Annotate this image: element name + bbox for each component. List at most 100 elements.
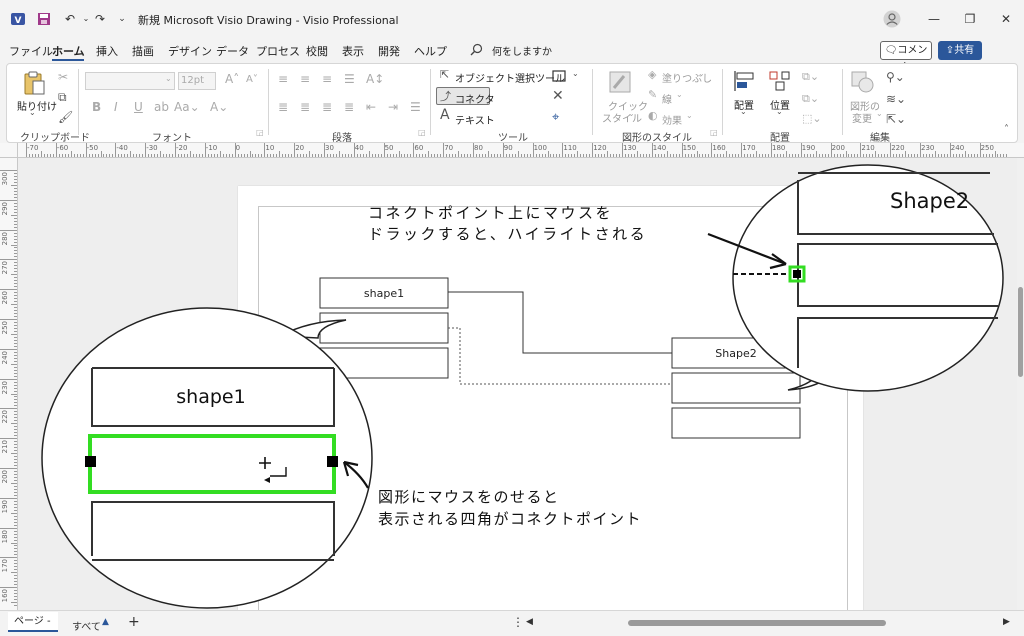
align-right-icon[interactable]: ≣ <box>322 100 333 114</box>
comment-button[interactable]: 🗨コメント <box>880 41 932 73</box>
undo-icon[interactable]: ↶ <box>64 12 76 26</box>
line-button[interactable]: 線 <box>662 95 672 106</box>
drawing-canvas[interactable]: shape1 Shape2 shape1 <box>18 158 1017 610</box>
copy-icon[interactable]: ⧉ <box>58 90 67 104</box>
fill-icon[interactable]: ◈ <box>648 68 657 81</box>
vertical-scrollbar[interactable] <box>1017 158 1024 610</box>
account-icon[interactable] <box>883 10 901 28</box>
vertical-scroll-thumb[interactable] <box>1018 287 1023 377</box>
decrease-indent-icon[interactable]: ⇤ <box>366 100 377 114</box>
shape1-row2-rect[interactable] <box>319 312 449 344</box>
tab-help[interactable]: ヘルプ <box>414 45 447 58</box>
paragraph-more-icon[interactable]: ☰ <box>410 100 421 114</box>
all-pages-dropdown-icon[interactable]: ▲ <box>102 617 109 627</box>
font-name-input[interactable] <box>85 72 175 90</box>
effect-dropdown-icon[interactable]: ⌄ <box>686 111 693 120</box>
connector-tool-button[interactable] <box>436 87 490 105</box>
tab-process[interactable]: プロセス <box>256 45 300 58</box>
paste-label[interactable]: 貼り付け <box>17 102 57 113</box>
find-icon[interactable]: ⚲⌄ <box>886 70 905 84</box>
align-middle-icon[interactable]: ≡ <box>300 72 311 86</box>
effect-button[interactable]: 効果 <box>662 116 682 127</box>
align-center-icon[interactable]: ≣ <box>300 100 311 114</box>
change-shape-icon[interactable] <box>850 70 876 94</box>
paste-dropdown-icon[interactable]: ⌄ <box>29 108 36 117</box>
tab-file[interactable]: ファイル <box>9 45 53 58</box>
tab-view[interactable]: 表示 <box>342 45 364 58</box>
text-tool-icon[interactable]: A <box>440 107 450 123</box>
shape1-rect[interactable] <box>319 277 449 309</box>
increase-indent-icon[interactable]: ⇥ <box>388 100 399 114</box>
tab-data[interactable]: データ <box>216 45 249 58</box>
close-icon[interactable]: ✕ <box>1000 12 1012 26</box>
font-size-input[interactable]: 12pt <box>178 72 216 90</box>
increase-font-icon[interactable]: A˄ <box>225 72 240 86</box>
paste-icon[interactable] <box>22 70 46 96</box>
align-dropdown-icon[interactable]: ⌄ <box>740 107 747 116</box>
select-icon[interactable]: ⇱⌄ <box>886 112 907 126</box>
change-shape-dropdown-icon[interactable]: ⌄ <box>876 109 883 118</box>
align-top-icon[interactable]: ≡ <box>278 72 289 86</box>
connection-point-left[interactable] <box>85 456 96 467</box>
text-direction-icon[interactable]: A↕ <box>366 72 385 86</box>
font-color-icon[interactable]: A⌄ <box>210 100 229 114</box>
line-icon[interactable]: ✎ <box>648 88 658 101</box>
undo-dropdown-icon[interactable]: ⌄ <box>82 14 90 23</box>
quick-styles-icon[interactable] <box>608 70 634 94</box>
tell-me-search[interactable]: 何をしますか <box>492 47 552 58</box>
customize-toolbar-icon[interactable]: ⌄ <box>118 14 126 24</box>
collapse-ribbon-icon[interactable]: ˄ <box>1004 124 1009 135</box>
scroll-right-icon[interactable]: ▶ <box>1003 617 1010 627</box>
font-dialog-launcher-icon[interactable]: ◲ <box>256 128 264 137</box>
shape-dropdown-icon[interactable]: ⌄ <box>572 69 579 78</box>
connection-point-tool-icon[interactable]: ⌖ <box>552 110 560 125</box>
format-painter-icon[interactable]: 🖌 <box>58 110 74 124</box>
position-icon[interactable] <box>768 70 792 92</box>
send-backward-icon[interactable]: ⧉⌄ <box>802 92 820 105</box>
bold-icon[interactable]: B <box>92 100 102 114</box>
justify-icon[interactable]: ≣ <box>344 100 355 114</box>
align-bottom-icon[interactable]: ≡ <box>322 72 333 86</box>
pointer-tool-icon[interactable]: ⇱ <box>440 68 450 81</box>
share-button[interactable]: ⇪共有 <box>938 41 982 60</box>
effect-icon[interactable]: ◐ <box>648 109 658 122</box>
underline-icon[interactable]: U <box>134 100 143 114</box>
shape-style-dialog-launcher-icon[interactable]: ◲ <box>710 128 718 137</box>
position-dropdown-icon[interactable]: ⌄ <box>776 107 783 116</box>
close-shape-icon[interactable]: ✕ <box>552 88 564 104</box>
align-button[interactable]: 配置 <box>734 101 754 112</box>
bullets-icon[interactable]: ☰ <box>344 72 355 86</box>
italic-icon[interactable]: I <box>114 100 118 114</box>
strikethrough-icon[interactable]: ab <box>154 100 169 114</box>
fill-button[interactable]: 塗りつぶし <box>662 74 713 85</box>
line-dropdown-icon[interactable]: ⌄ <box>676 90 683 99</box>
bring-forward-icon[interactable]: ⧉⌄ <box>802 70 820 83</box>
tab-draw[interactable]: 描画 <box>132 45 154 58</box>
position-button[interactable]: 位置 <box>770 101 790 112</box>
scroll-left-icon[interactable]: ◀ <box>526 617 533 627</box>
all-pages-button[interactable]: すべて <box>72 622 101 633</box>
restore-icon[interactable]: ❐ <box>964 12 976 26</box>
redo-icon[interactable]: ↷ <box>94 12 106 26</box>
add-page-icon[interactable]: + <box>128 614 140 630</box>
decrease-font-icon[interactable]: A˅ <box>246 74 258 85</box>
save-icon[interactable] <box>36 11 52 27</box>
paragraph-dialog-launcher-icon[interactable]: ◲ <box>418 128 426 137</box>
quick-styles-dropdown-icon[interactable]: ⌄ <box>628 109 635 118</box>
fill-dropdown-icon[interactable]: ⌄ <box>698 69 705 78</box>
layers-icon[interactable]: ≋⌄ <box>886 92 907 106</box>
page-tab-1[interactable]: ページ - 1 <box>8 612 58 632</box>
pointer-tool-button[interactable]: オブジェクト選択ツール <box>455 74 565 85</box>
group-icon[interactable]: ⬚⌄ <box>802 112 822 125</box>
tab-insert[interactable]: 挿入 <box>96 45 118 58</box>
change-case-icon[interactable]: Aa⌄ <box>174 100 200 114</box>
connection-point-right[interactable] <box>327 456 338 467</box>
rectangle-tool-icon[interactable] <box>552 70 566 82</box>
minimize-icon[interactable]: — <box>928 12 940 26</box>
tab-developer[interactable]: 開発 <box>378 45 400 58</box>
tab-review[interactable]: 校閲 <box>306 45 328 58</box>
horizontal-scroll-thumb[interactable] <box>628 620 886 626</box>
connection-point[interactable] <box>793 270 801 278</box>
text-tool-button[interactable]: テキスト <box>455 116 495 127</box>
connector-line[interactable] <box>448 291 672 354</box>
